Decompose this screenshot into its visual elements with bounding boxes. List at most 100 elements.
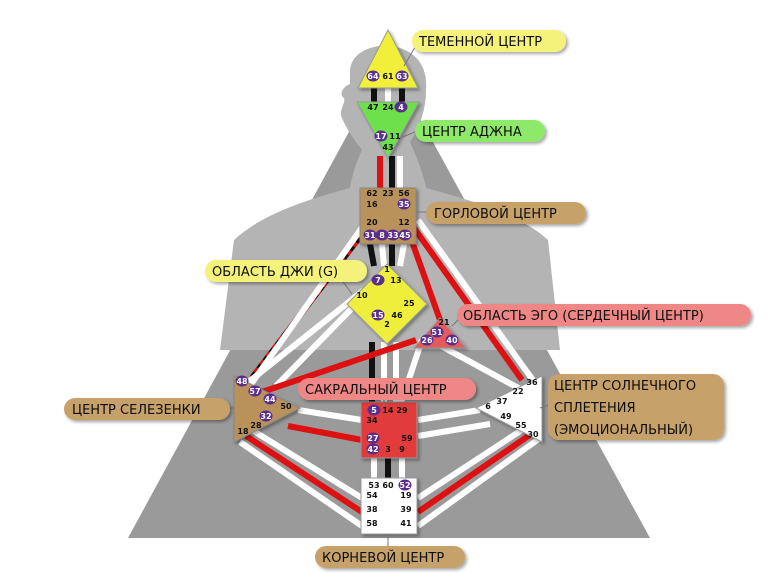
- gate-56: 56: [398, 189, 410, 198]
- g-center: [346, 263, 428, 345]
- gate-42: 42: [367, 445, 378, 454]
- gate-40-marker: [445, 334, 459, 346]
- gate-52: 52: [399, 481, 410, 490]
- gate-34: 34: [366, 416, 378, 425]
- gate-12: 12: [398, 218, 409, 227]
- gate-32-marker: [259, 410, 273, 422]
- gate-8: 8: [379, 231, 385, 240]
- label-head: ТЕМЕННОЙ ЦЕНТР: [412, 30, 566, 52]
- channel-27: [417, 421, 491, 439]
- gate-53: 53: [368, 481, 379, 490]
- gate-1: 1: [384, 265, 390, 274]
- channel-6: [367, 243, 377, 267]
- gate-35-marker: [397, 198, 411, 210]
- label-throat: ГОРЛОВОЙ ЦЕНТР: [426, 202, 586, 224]
- gate-59: 59: [401, 434, 413, 443]
- gate-60: 60: [382, 481, 394, 490]
- solar-plexus-center: [474, 375, 543, 443]
- channel-29: [244, 433, 364, 515]
- gate-32: 32: [260, 412, 271, 421]
- gate-50: 50: [280, 402, 292, 411]
- gate-3: 3: [385, 445, 391, 454]
- gate-29: 29: [396, 406, 408, 415]
- gate-48-marker: [235, 375, 249, 387]
- label-sacral: САКРАЛЬНЫЙ ЦЕНТР: [298, 378, 476, 400]
- gate-54: 54: [366, 491, 378, 500]
- gate-62: 62: [366, 189, 377, 198]
- svg-text:ГОРЛОВОЙ ЦЕНТР: ГОРЛОВОЙ ЦЕНТР: [434, 206, 557, 222]
- label-solar-plexus: ЦЕНТР СОЛНЕЧНОГО СПЛЕТЕНИЯ (ЭМОЦИОНАЛЬНЫ…: [548, 374, 724, 440]
- gate-30: 30: [527, 430, 539, 439]
- gate-13: 13: [390, 276, 401, 285]
- channel-10: [407, 234, 443, 322]
- gate-4: 4: [398, 103, 404, 112]
- label-ajna: ЦЕНТР АДЖНА: [415, 120, 545, 142]
- gate-48: 48: [236, 377, 248, 386]
- gate-26-marker: [420, 334, 434, 346]
- svg-text:(ЭМОЦИОНАЛЬНЫЙ): (ЭМОЦИОНАЛЬНЫЙ): [554, 422, 693, 438]
- gate-39: 39: [400, 505, 412, 514]
- gate-17-marker: [374, 130, 388, 142]
- channel-25: [287, 423, 363, 443]
- gate-14: 14: [382, 406, 394, 415]
- gate-23: 23: [382, 189, 393, 198]
- gate-64-marker: [366, 70, 380, 82]
- svg-text:ОБЛАСТЬ ДЖИ (G): ОБЛАСТЬ ДЖИ (G): [212, 265, 338, 280]
- gate-52-marker: [398, 479, 412, 491]
- gate-37: 37: [496, 397, 507, 406]
- gate-41: 41: [400, 519, 412, 528]
- gate-64: 64: [367, 72, 379, 81]
- gate-10: 10: [356, 291, 368, 300]
- channel-23: [261, 337, 417, 395]
- channel-9: [397, 243, 407, 267]
- channel-31: [416, 423, 530, 501]
- gate-31: 31: [364, 231, 376, 240]
- svg-text:СПЛЕТЕНИЯ: СПЛЕТЕНИЯ: [554, 401, 636, 416]
- gate-5: 5: [371, 406, 377, 415]
- gate-33-marker: [386, 229, 400, 241]
- gate-57-marker: [248, 385, 262, 397]
- gate-27-marker: [366, 432, 380, 444]
- svg-text:САКРАЛЬНЫЙ ЦЕНТР: САКРАЛЬНЫЙ ЦЕНТР: [305, 382, 447, 398]
- gate-40: 40: [446, 336, 458, 345]
- svg-text:ТЕМЕННОЙ ЦЕНТР: ТЕМЕННОЙ ЦЕНТР: [418, 34, 542, 50]
- gate-25: 25: [403, 299, 415, 308]
- gate-21: 21: [438, 318, 450, 327]
- gate-16: 16: [366, 200, 378, 209]
- gate-46: 46: [391, 311, 403, 320]
- gate-63-marker: [395, 70, 409, 82]
- gate-27: 27: [367, 434, 378, 443]
- gate-63: 63: [396, 72, 407, 81]
- gate-55: 55: [515, 421, 527, 430]
- gate-44-marker: [263, 393, 277, 405]
- gate-47: 47: [367, 103, 378, 112]
- gate-5-marker: [367, 404, 381, 416]
- gate-45: 45: [399, 231, 411, 240]
- label-g: ОБЛАСТЬ ДЖИ (G): [205, 260, 367, 282]
- gate-28: 28: [250, 421, 262, 430]
- gate-43: 43: [382, 143, 393, 152]
- gate-38: 38: [366, 505, 378, 514]
- gate-4-marker: [394, 101, 408, 113]
- channel-28: [250, 427, 364, 501]
- gate-7-marker: [371, 274, 385, 286]
- gate-36: 36: [526, 378, 538, 387]
- channel-14: [241, 220, 369, 396]
- gate-51: 51: [431, 328, 443, 337]
- svg-text:ЦЕНТР СОЛНЕЧНОГО: ЦЕНТР СОЛНЕЧНОГО: [554, 379, 696, 394]
- gate-31-marker: [363, 229, 377, 241]
- gate-49: 49: [500, 412, 512, 421]
- gate-22: 22: [512, 387, 523, 396]
- gate-61: 61: [382, 72, 394, 81]
- gate-15: 15: [372, 311, 384, 320]
- svg-text:ЦЕНТР АДЖНА: ЦЕНТР АДЖНА: [422, 125, 522, 140]
- channel-7: [379, 243, 387, 267]
- gate-8-marker: [375, 229, 389, 241]
- gate-51-marker: [430, 326, 444, 338]
- channel-26: [417, 407, 481, 423]
- label-ego: ОБЛАСТЬ ЭГО (СЕРДЕЧНЫЙ ЦЕНТР): [457, 304, 751, 326]
- gate-19: 19: [400, 491, 412, 500]
- gate-15-marker: [371, 309, 385, 321]
- gate-6: 6: [485, 402, 491, 411]
